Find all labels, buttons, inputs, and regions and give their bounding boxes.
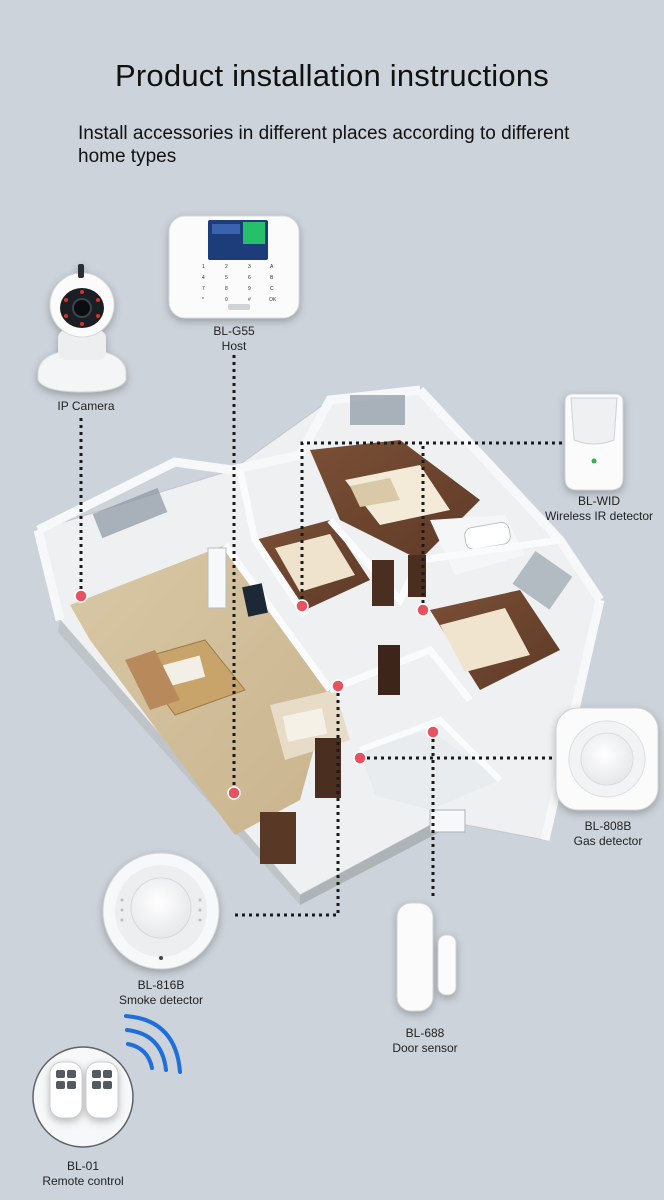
svg-text:1: 1: [202, 264, 205, 270]
ir-detector-model: BL-WID: [578, 494, 620, 508]
svg-text:8: 8: [225, 286, 228, 292]
page-subtitle: Install accessories in different places …: [78, 123, 570, 167]
install-markers: [74, 589, 440, 800]
gas-detector-model: BL-808B: [584, 819, 632, 833]
host-panel-icon: 1 2 3 A 4 5 6 B 7 8 9 C * 0 # OK: [168, 215, 300, 319]
smoke-detector-name: Smoke detector: [118, 993, 204, 1007]
smoke-detector-icon: [102, 852, 220, 970]
door-sensor-icon: [396, 902, 457, 1012]
svg-text:3: 3: [248, 264, 251, 270]
page-title: Product installation instructions: [115, 58, 549, 93]
svg-text:9: 9: [248, 286, 251, 292]
gas-detector-label: BL-808B Gas detector: [558, 819, 658, 849]
svg-text:4: 4: [202, 275, 205, 281]
gas-detector-icon: [555, 707, 659, 811]
svg-text:0: 0: [225, 297, 228, 303]
svg-text:#: #: [248, 297, 251, 303]
remote-control-icon: [32, 1046, 134, 1148]
remote-model: BL-01: [66, 1159, 100, 1173]
svg-text:B: B: [270, 275, 274, 281]
host-name: Host: [221, 339, 247, 353]
floor-plan: [33, 385, 605, 905]
wireless-signal-icon: [124, 1014, 182, 1074]
smoke-detector-model: BL-816B: [137, 978, 185, 992]
ir-detector-label: BL-WID Wireless IR detector: [534, 494, 664, 524]
marker-host: [227, 786, 241, 800]
door-sensor-name: Door sensor: [392, 1041, 458, 1055]
host-label: BL-G55 Host: [194, 324, 274, 354]
host-model: BL-G55: [213, 324, 255, 338]
gas-detector-name: Gas detector: [573, 834, 643, 848]
camera-name: IP Camera: [57, 399, 115, 413]
marker-gas-detector: [353, 751, 367, 765]
ir-detector-icon: [564, 393, 624, 491]
svg-text:*: *: [202, 297, 204, 303]
remote-label: BL-01 Remote control: [33, 1159, 133, 1189]
marker-camera: [74, 589, 88, 603]
smoke-detector-label: BL-816B Smoke detector: [106, 978, 216, 1008]
ir-detector-name: Wireless IR detector: [544, 509, 654, 523]
door-sensor-model: BL-688: [405, 1026, 445, 1040]
svg-text:7: 7: [202, 286, 205, 292]
marker-ir-detector-2: [416, 603, 430, 617]
ip-camera-icon: [37, 264, 127, 393]
remote-name: Remote control: [42, 1174, 124, 1188]
connector-lines: [79, 355, 562, 917]
marker-door-sensor: [426, 725, 440, 739]
door-sensor-label: BL-688 Door sensor: [380, 1026, 470, 1056]
svg-text:6: 6: [248, 275, 251, 281]
svg-text:5: 5: [225, 275, 228, 281]
svg-text:OK: OK: [269, 297, 277, 303]
svg-text:C: C: [270, 286, 274, 292]
svg-text:2: 2: [225, 264, 228, 270]
marker-ir-detector: [295, 599, 309, 613]
svg-text:A: A: [270, 264, 274, 270]
marker-smoke-detector: [331, 679, 345, 693]
camera-label: IP Camera: [36, 399, 136, 414]
